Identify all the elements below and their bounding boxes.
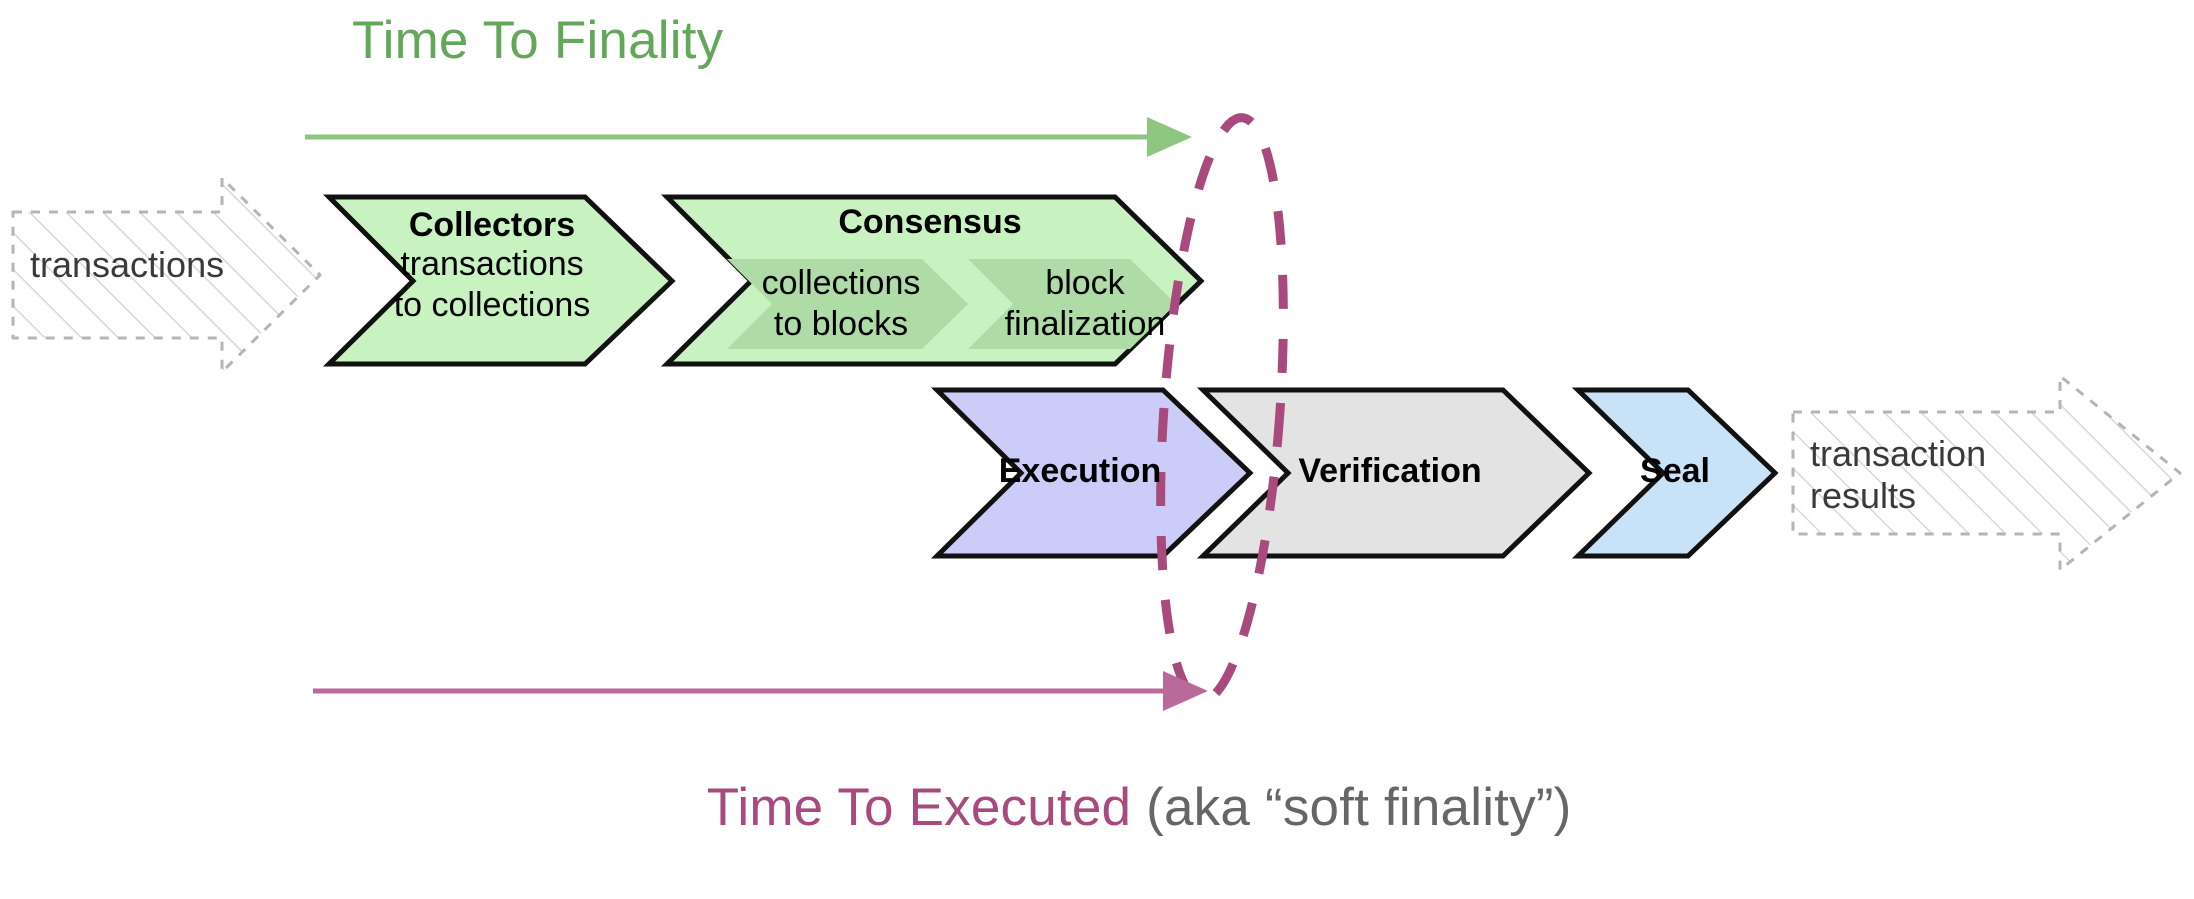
- collections-to-blocks-line-2: to blocks: [773, 305, 909, 343]
- verification-title: Verification: [1298, 452, 1482, 490]
- collectors-title: Collectors: [408, 206, 576, 244]
- stage-shape-verification[interactable]: [1196, 387, 1593, 559]
- substage-shape-block-finalization: [968, 259, 1176, 349]
- substage-shape-collections-to-blocks: [727, 259, 968, 349]
- input-arrow-transactions: [11, 176, 322, 374]
- stage-shape-seal[interactable]: [1571, 387, 1779, 559]
- seal-title: Seal: [1640, 452, 1710, 490]
- input-label-transactions: transactions: [30, 180, 290, 350]
- collectors-sub-line-2: to collections: [393, 286, 591, 324]
- stage-shape-consensus[interactable]: [660, 194, 1205, 367]
- stage-label-collectors: Collectors transactions to collections: [327, 206, 657, 326]
- block-finalization-line-1: block: [1045, 264, 1125, 302]
- diagram-canvas: Time To Finality Time To Executed (aka “…: [11, 11, 2182, 837]
- substage-label-collections-to-blocks: collections to blocks: [716, 263, 966, 345]
- stage-label-execution: Execution: [935, 452, 1225, 490]
- input-label-text: transactions: [30, 244, 225, 285]
- substage-label-block-finalization: block finalization: [960, 263, 1210, 345]
- output-arrow-transaction-results: [1791, 374, 2182, 572]
- consensus-title: Consensus: [838, 203, 1022, 241]
- stage-shape-collectors[interactable]: [322, 194, 676, 367]
- output-label-text: transaction results: [1810, 433, 1987, 516]
- collectors-sub-line-1: transactions: [400, 245, 584, 283]
- execution-title: Execution: [998, 452, 1162, 490]
- diagram-graphics: [11, 113, 2182, 711]
- stage-label-seal: Seal: [1590, 452, 1760, 490]
- stage-label-verification: Verification: [1215, 452, 1565, 490]
- block-finalization-line-2: finalization: [1004, 305, 1166, 343]
- collections-to-blocks-line-1: collections: [761, 264, 921, 302]
- finality-boundary-ellipse: [1156, 113, 1288, 705]
- output-label-transaction-results: transaction results: [1810, 390, 2110, 560]
- stage-label-consensus: Consensus: [680, 203, 1180, 241]
